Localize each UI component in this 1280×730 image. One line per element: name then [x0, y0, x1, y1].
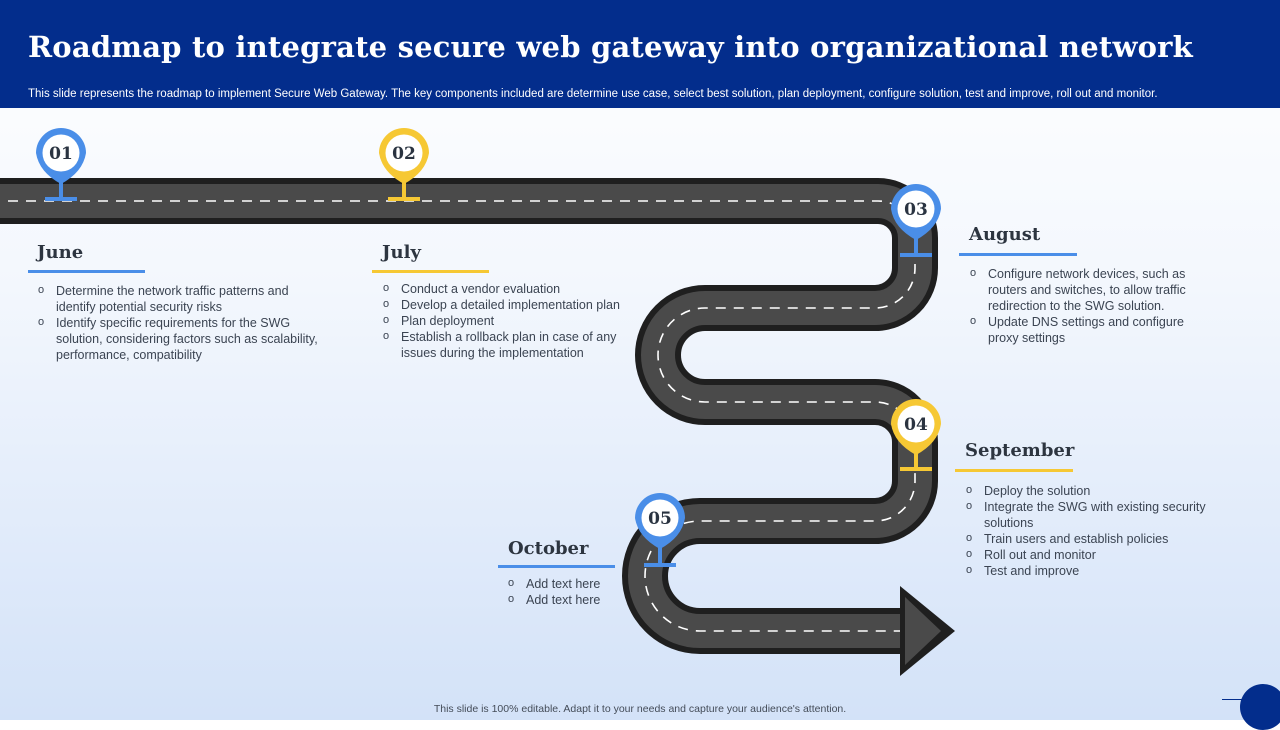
milestone-pin-04: 04 — [891, 399, 941, 471]
list-item: Update DNS settings and configure proxy … — [970, 313, 1210, 346]
road-arrow-head — [900, 586, 955, 676]
list-item: Test and improve — [966, 562, 1216, 579]
list-item: Plan deployment — [383, 312, 645, 329]
milestone-list-august: Configure network devices, such as route… — [970, 265, 1210, 346]
month-july: July — [382, 242, 421, 263]
month-september: September — [965, 440, 1075, 461]
milestone-number: 02 — [392, 144, 416, 164]
list-item: Add text here — [508, 575, 648, 592]
list-item: Identify specific requirements for the S… — [38, 314, 318, 363]
list-item: Develop a detailed implementation plan — [383, 296, 645, 313]
month-underline — [959, 253, 1077, 256]
footer-note: This slide is 100% editable. Adapt it to… — [433, 703, 847, 715]
milestone-pin-01: 01 — [36, 127, 86, 201]
milestone-pin-02: 02 — [379, 128, 429, 201]
milestone-number: 04 — [904, 415, 928, 435]
milestone-pin-05: 05 — [635, 493, 685, 567]
header-banner: Roadmap to integrate secure web gateway … — [0, 0, 1280, 108]
list-item: Integrate the SWG with existing security… — [966, 498, 1216, 531]
month-october: October — [508, 538, 589, 559]
month-underline — [28, 270, 145, 273]
month-underline — [372, 270, 489, 273]
list-item: Configure network devices, such as route… — [970, 265, 1210, 314]
month-june: June — [37, 242, 84, 263]
corner-decoration-line — [1222, 699, 1244, 700]
list-item: Train users and establish policies — [966, 530, 1216, 547]
month-august: August — [969, 224, 1041, 245]
page-subtitle: This slide represents the roadmap to imp… — [28, 88, 1158, 100]
list-item: Deploy the solution — [966, 482, 1216, 499]
list-item: Conduct a vendor evaluation — [383, 280, 645, 297]
list-item: Roll out and monitor — [966, 546, 1216, 563]
milestone-list-june: Determine the network traffic patterns a… — [38, 282, 318, 363]
milestone-list-september: Deploy the solution Integrate the SWG wi… — [966, 482, 1216, 579]
list-item: Determine the network traffic patterns a… — [38, 282, 318, 315]
month-underline — [498, 565, 615, 568]
milestone-pin-03: 03 — [891, 184, 941, 257]
road-surface — [0, 201, 918, 631]
milestone-number: 01 — [49, 144, 73, 164]
month-underline — [955, 469, 1073, 472]
milestone-number: 05 — [648, 509, 672, 529]
corner-decoration-circle — [1240, 684, 1280, 730]
milestone-list-october: Add text here Add text here — [508, 575, 648, 608]
list-item: Establish a rollback plan in case of any… — [383, 328, 645, 361]
list-item: Add text here — [508, 591, 648, 608]
milestone-list-july: Conduct a vendor evaluation Develop a de… — [383, 280, 645, 361]
milestone-number: 03 — [904, 200, 928, 220]
page-title: Roadmap to integrate secure web gateway … — [28, 30, 1193, 64]
